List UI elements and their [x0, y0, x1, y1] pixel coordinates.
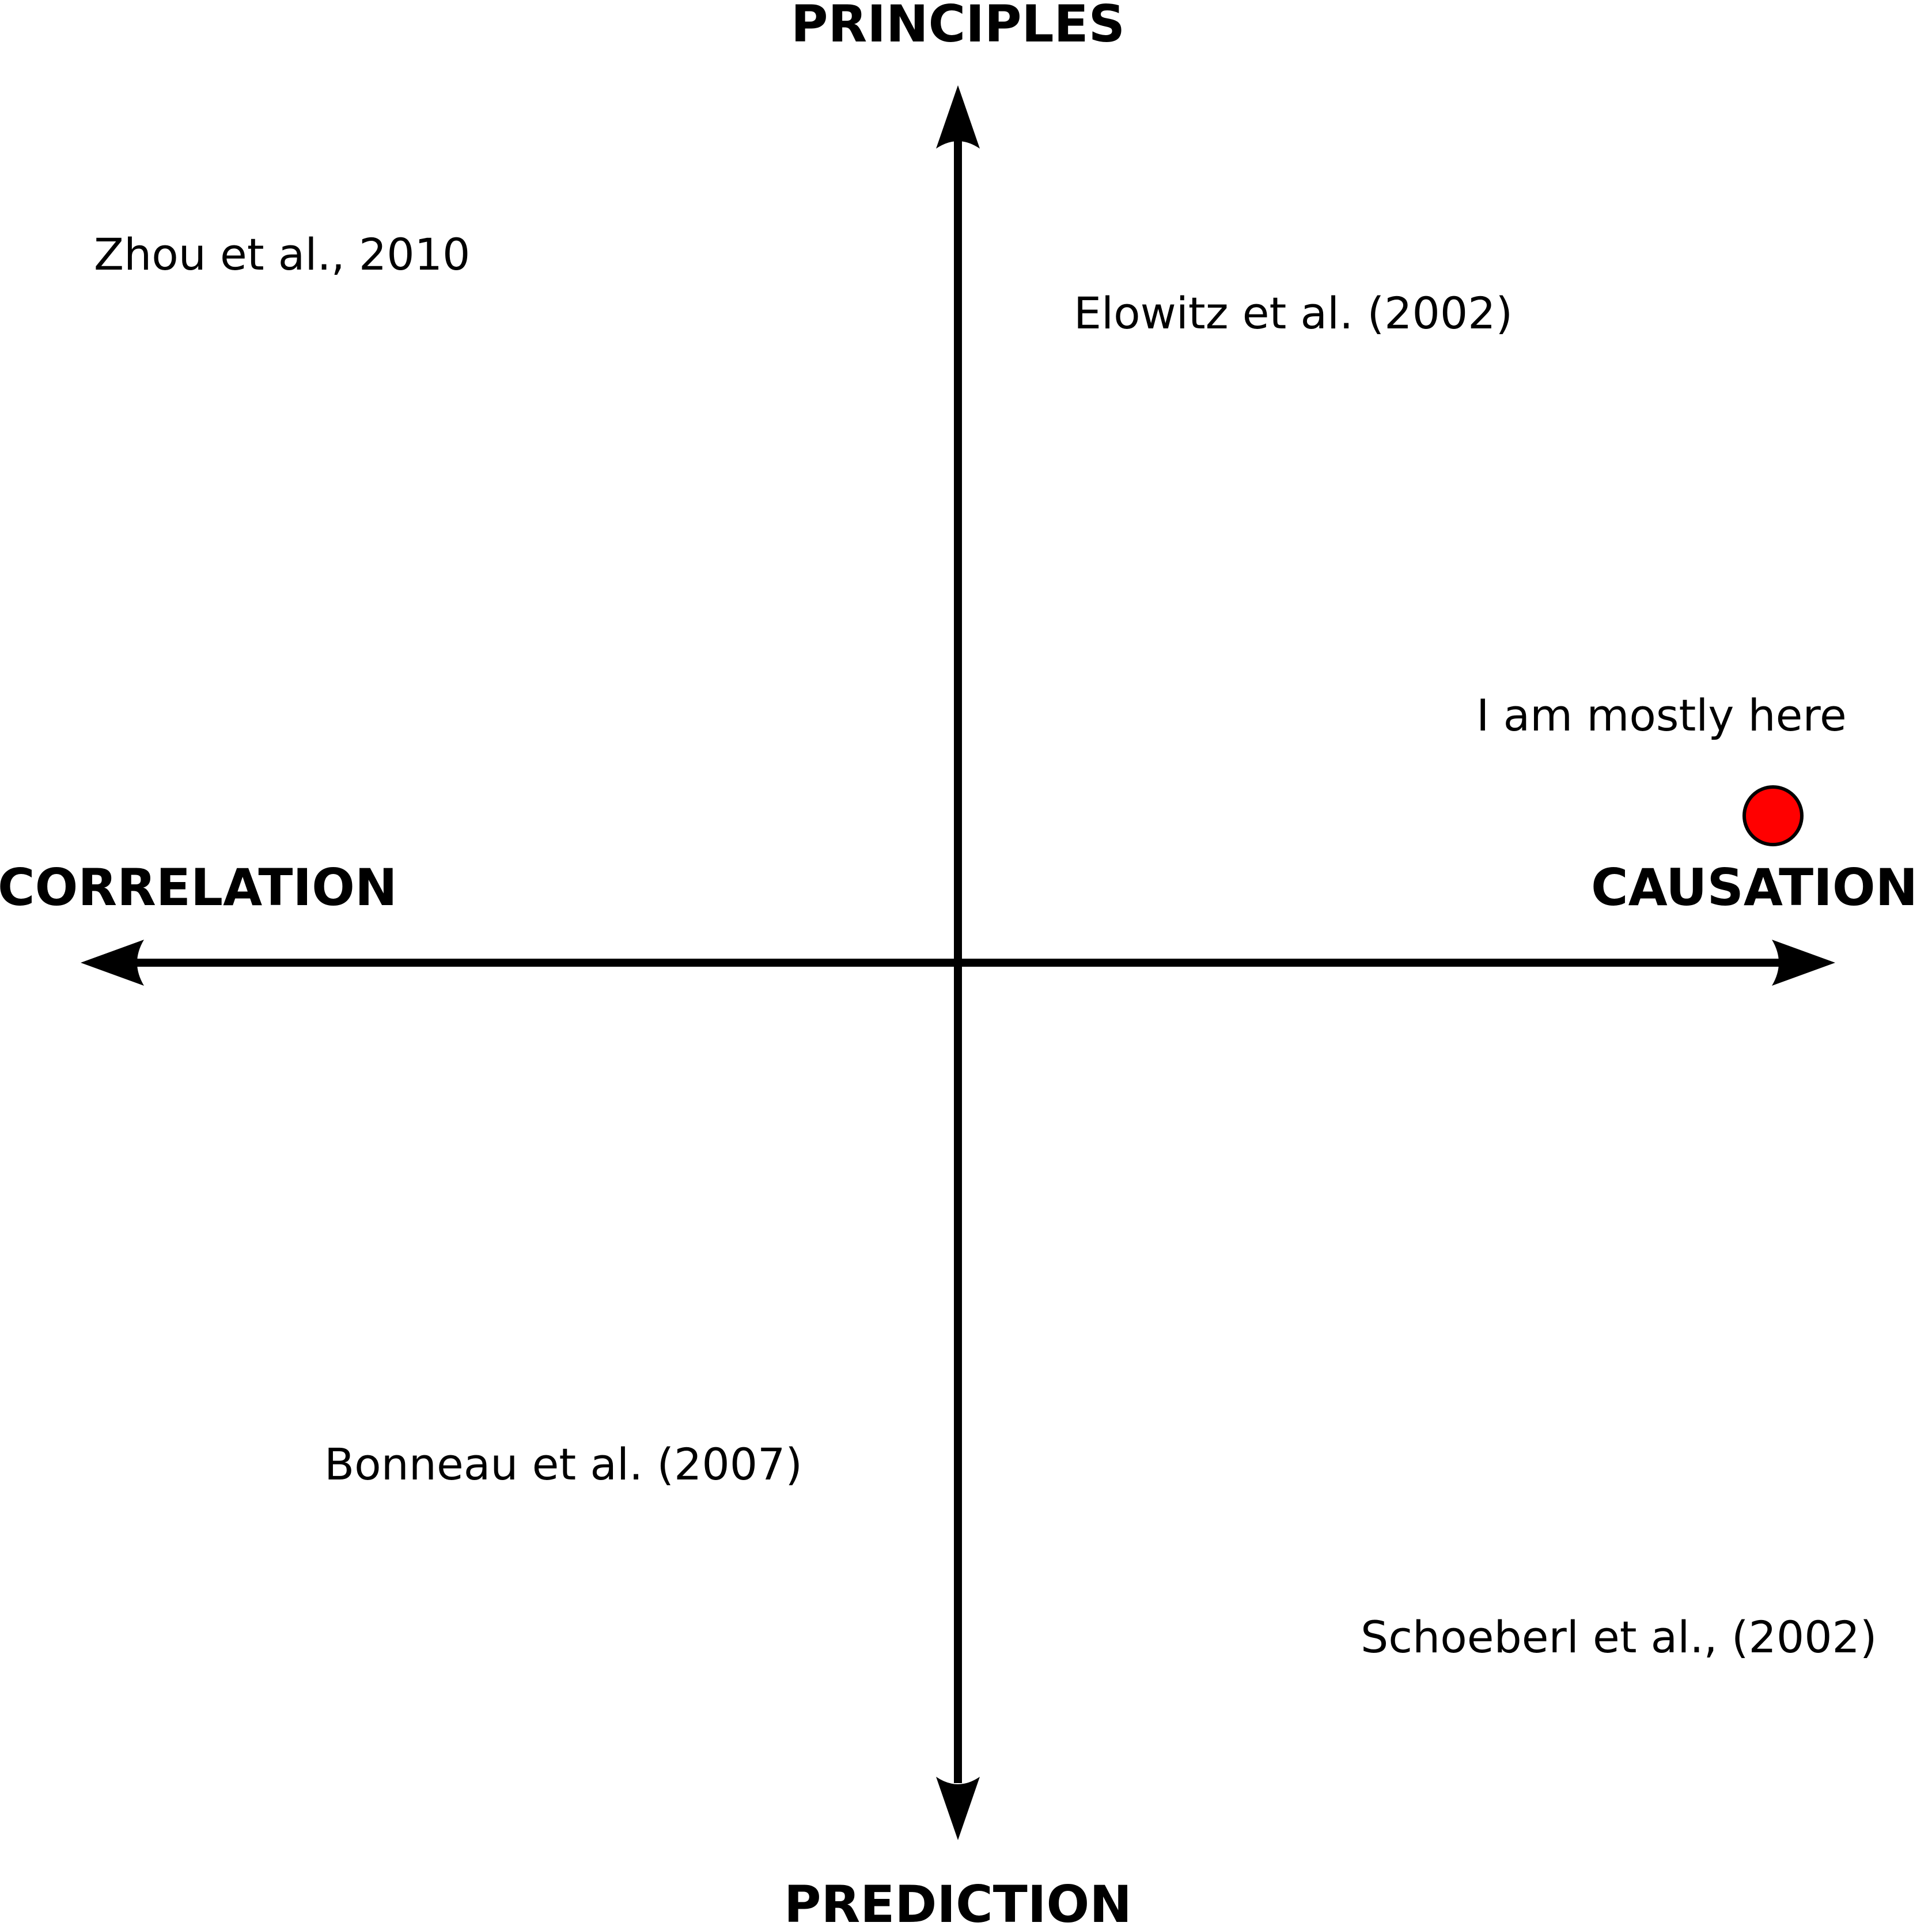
arrow-down-icon — [936, 1777, 980, 1840]
arrow-right-icon — [1772, 940, 1835, 986]
arrow-left-icon — [81, 940, 144, 986]
axis-label-causation: CAUSATION — [1591, 858, 1918, 917]
study-label-schoeberl: Schoeberl et al., (2002) — [1361, 1611, 1877, 1663]
marker-label: I am mostly here — [1476, 690, 1847, 741]
axis-label-prediction: PREDICTION — [784, 1875, 1132, 1930]
study-label-bonneau: Bonneau et al. (2007) — [324, 1439, 802, 1490]
axis-label-correlation: CORRELATION — [0, 858, 397, 917]
position-marker — [1742, 785, 1804, 846]
arrow-up-icon — [936, 85, 980, 149]
axis-label-principles: PRINCIPLES — [791, 0, 1125, 54]
study-label-elowitz: Elowitz et al. (2002) — [1074, 287, 1513, 339]
study-label-zhou: Zhou et al., 2010 — [94, 229, 470, 280]
